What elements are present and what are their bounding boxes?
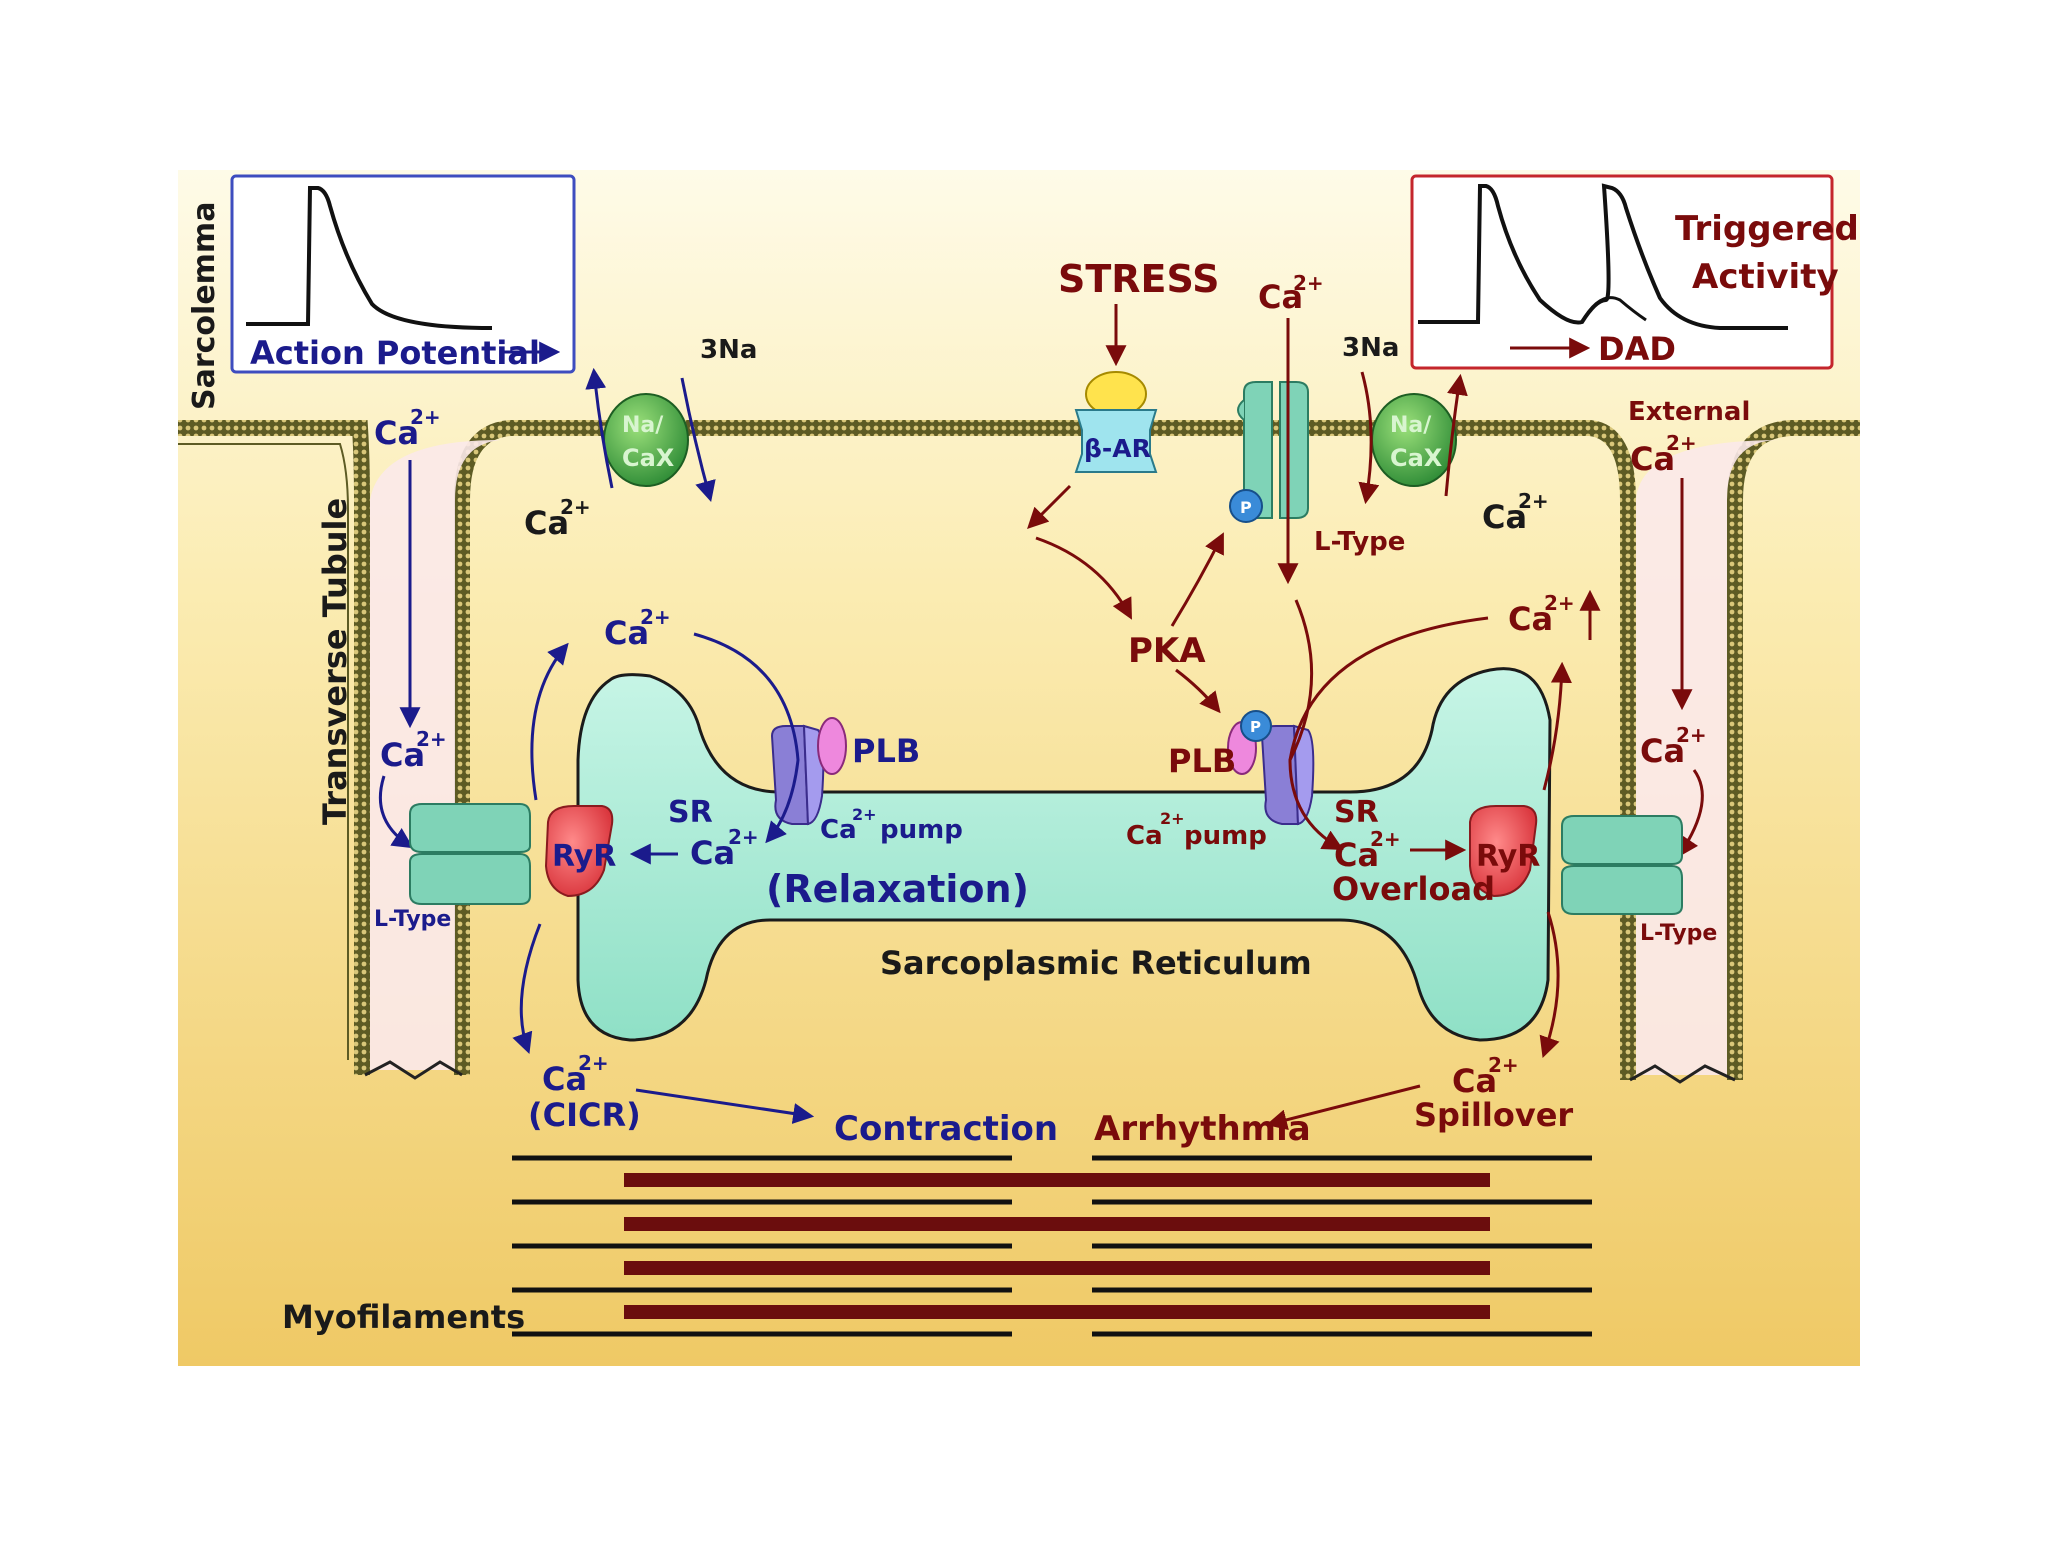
action-potential-trace: [246, 186, 493, 330]
pka-label: PKA: [1128, 631, 1206, 671]
ca-cicr-sup: 2+: [578, 1051, 609, 1075]
ca-tubule-mid-left-sup: 2+: [416, 727, 447, 751]
serca-pump-right: P: [1227, 710, 1315, 826]
spillover-label: Spillover: [1414, 1096, 1573, 1134]
sr-left-ca: Ca: [690, 834, 735, 872]
l-type-channel-left: [409, 803, 531, 905]
contraction-label: Contraction: [834, 1109, 1058, 1149]
sarcolemma-label: Sarcolemma: [187, 202, 222, 410]
myofilaments: [512, 1155, 1592, 1337]
ca-spillover: Ca: [1452, 1062, 1497, 1100]
pump-right-ca-sup: 2+: [1160, 809, 1185, 828]
ca-up-right-sup: 2+: [1544, 591, 1575, 615]
sr-right-ca-sup: 2+: [1370, 827, 1401, 851]
ca-left-exchanger-sup: 2+: [560, 495, 591, 519]
phospho-plb-right: P: [1250, 718, 1261, 736]
triggered-activity-inset: Triggered Activity DAD: [1410, 174, 1859, 370]
pump-left-label: pump: [880, 815, 963, 845]
ncx-right-line2: CaX: [1390, 444, 1443, 472]
ca-tubule-right: Ca: [1640, 732, 1685, 770]
ncx-left-line2: CaX: [622, 444, 675, 472]
stress-label: STRESS: [1058, 257, 1220, 301]
ca-spillover-sup: 2+: [1488, 1053, 1519, 1077]
ncx-right-line1: Na/: [1390, 413, 1432, 438]
plb-left: [817, 717, 847, 775]
plb-left-label: PLB: [852, 732, 920, 770]
l-type-right-label: L-Type: [1640, 921, 1717, 946]
external-ca-sup: 2+: [1666, 431, 1697, 455]
ryr-right: RyR: [1469, 805, 1540, 898]
overload-label: Overload: [1332, 870, 1495, 908]
ca-right-exchanger: Ca: [1482, 498, 1527, 536]
ca-top-sup: 2+: [1293, 271, 1324, 295]
transverse-tubule-label: Transverse Tubule: [316, 498, 354, 825]
ryr-right-label: RyR: [1476, 839, 1540, 874]
three-na-left: 3Na: [700, 335, 757, 365]
three-na-right: 3Na: [1342, 333, 1399, 363]
serca-pump-left: [770, 717, 847, 826]
ca-left-exchanger: Ca: [524, 504, 569, 542]
beta-adrenergic-receptor: β-AR: [1074, 371, 1158, 473]
l-type-left-label: L-Type: [374, 907, 451, 932]
dad-label: DAD: [1598, 330, 1676, 368]
ncx-left-line1: Na/: [622, 413, 664, 438]
ca-tubule-mid-left: Ca: [380, 736, 425, 774]
external-label: External: [1628, 397, 1750, 427]
relaxation-label: (Relaxation): [766, 867, 1029, 911]
l-type-surface-label: L-Type: [1314, 527, 1405, 557]
triggered-label-line2: Activity: [1692, 257, 1839, 297]
ca-cycle-left: Ca: [604, 614, 649, 652]
myofilaments-label: Myofilaments: [282, 1298, 525, 1336]
sr-label: Sarcoplasmic Reticulum: [880, 944, 1312, 982]
ca-tubule-right-sup: 2+: [1676, 723, 1707, 747]
sarcoplasmic-reticulum: [576, 667, 1552, 1042]
ca-up-right: Ca: [1508, 600, 1553, 638]
sr-right-label: SR: [1334, 795, 1379, 830]
dad-trace: [1418, 183, 1788, 330]
sr-left-ca-sup: 2+: [728, 825, 759, 849]
na-ca-exchanger-right: Na/ CaX: [1371, 393, 1457, 487]
ca-cycle-left-sup: 2+: [640, 605, 671, 629]
pump-left-ca: Ca: [820, 815, 857, 845]
action-potential-label: Action Potential: [250, 334, 540, 372]
na-ca-exchanger-left: Na/ CaX: [603, 393, 689, 487]
external-ca-label: Ca: [1630, 440, 1675, 478]
plb-right-label: PLB: [1168, 742, 1236, 780]
sr-left-label: SR: [668, 795, 713, 830]
pump-left-ca-sup: 2+: [852, 805, 877, 824]
ca-top-label: Ca: [1258, 278, 1303, 316]
ryr-left-label: RyR: [552, 839, 616, 874]
ca-tubule-top-left: Ca: [374, 414, 419, 452]
ca-cicr: Ca: [542, 1060, 587, 1098]
triggered-label-line1: Triggered: [1675, 209, 1859, 249]
ca-right-exchanger-sup: 2+: [1518, 489, 1549, 513]
sarcolemma-membrane: [178, 420, 1860, 1084]
arrhythmia-label: Arrhythmia: [1094, 1109, 1311, 1149]
pump-right-label: pump: [1184, 821, 1267, 851]
beta-ar-label: β-AR: [1084, 434, 1151, 463]
l-type-channel-right: [1561, 815, 1683, 915]
phospho-surface-ltype: P: [1240, 498, 1252, 517]
ca-tubule-top-left-sup: 2+: [410, 405, 441, 429]
action-potential-inset: Action Potential: [230, 174, 576, 374]
cicr-label: (CICR): [528, 1096, 641, 1134]
ryr-left: RyR: [544, 805, 616, 898]
pump-right-ca: Ca: [1126, 821, 1163, 851]
